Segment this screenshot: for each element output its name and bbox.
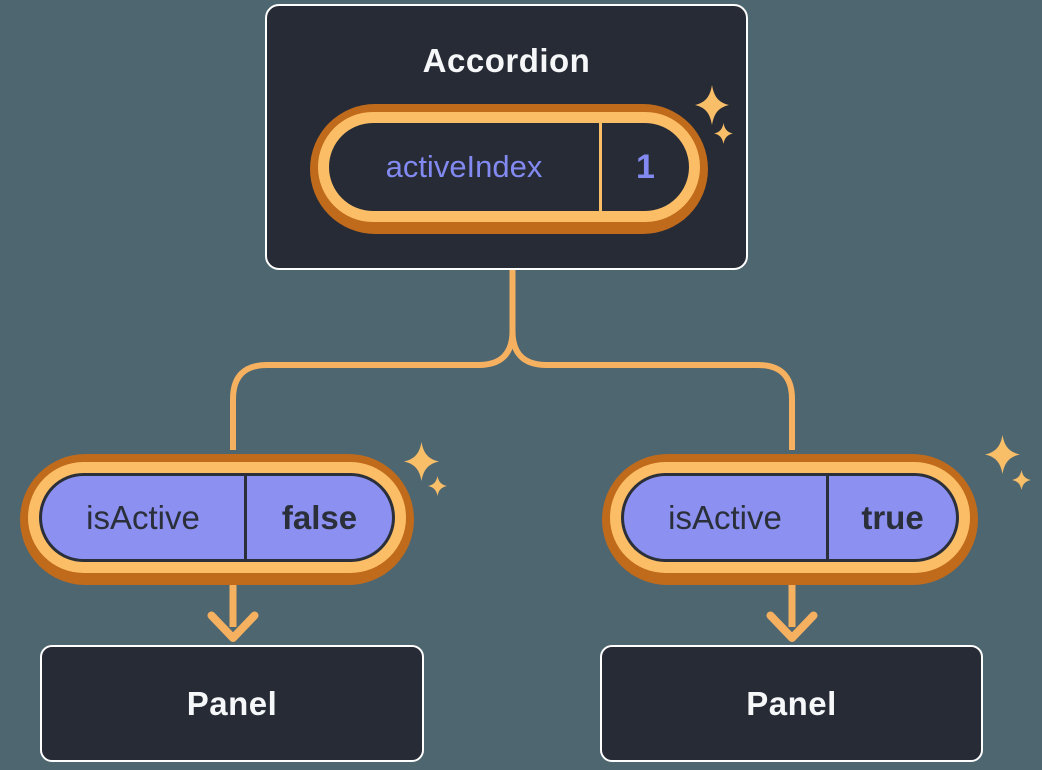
arrow-down-icon	[207, 611, 259, 642]
prop-pill-left: isActive false	[20, 454, 414, 585]
prop-pill-left-ring: isActive false	[28, 462, 406, 573]
state-pill-name: activeIndex	[385, 149, 543, 184]
pill-divider	[826, 476, 829, 559]
sparkle-icon	[404, 442, 439, 481]
state-pill-ring: activeIndex 1	[318, 112, 700, 222]
arrow-down-icon	[766, 611, 818, 642]
prop-pill-value: false	[281, 498, 358, 536]
accordion-title: Accordion	[422, 42, 591, 79]
branch-line-right	[509, 268, 795, 450]
panel-title: Panel	[186, 684, 278, 722]
prop-pill-name: isActive	[668, 498, 782, 536]
sparkle-icon	[428, 476, 447, 496]
sparkle-icon	[1012, 470, 1031, 490]
pill-divider	[599, 123, 602, 211]
sparkle-icon	[985, 435, 1020, 474]
branch-line-left	[230, 268, 516, 450]
sparkle-icon	[714, 123, 733, 144]
prop-pill-right: isActive true	[602, 454, 978, 585]
prop-pill-name: isActive	[86, 498, 200, 536]
panel-box-left: Panel	[40, 645, 424, 762]
state-pill: activeIndex 1	[310, 104, 708, 234]
panel-title: Panel	[746, 684, 837, 722]
prop-pill-right-ring: isActive true	[610, 462, 970, 573]
panel-box-right: Panel	[600, 645, 983, 762]
state-pill-value: 1	[636, 147, 655, 186]
pill-divider	[244, 476, 247, 559]
sparkle-icon	[695, 85, 729, 125]
prop-pill-value: true	[861, 498, 924, 536]
